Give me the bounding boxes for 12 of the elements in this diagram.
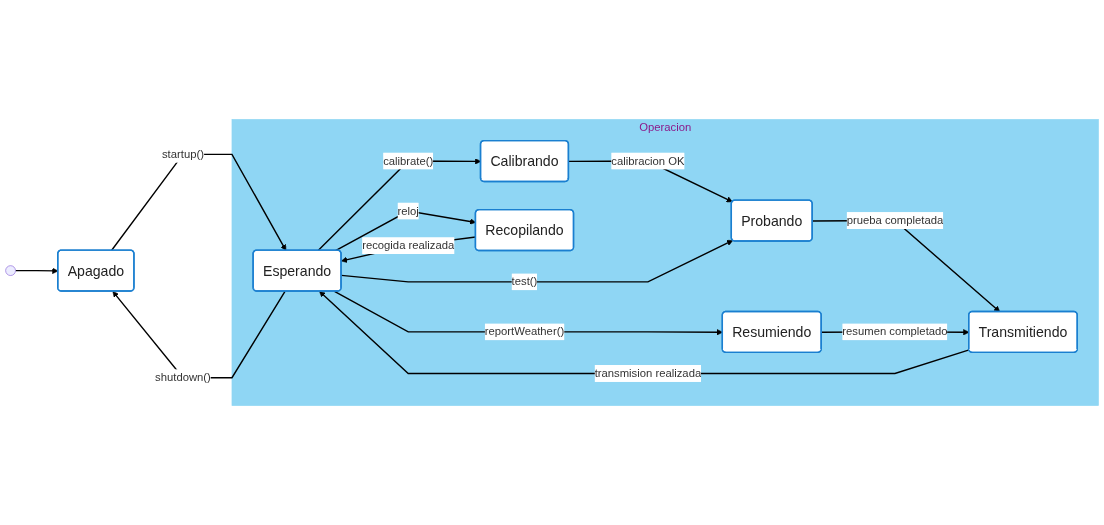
edge-label: recogida realizada (362, 239, 455, 252)
edge-label: shutdown() (155, 371, 211, 384)
edge-label: prueba completada (846, 214, 944, 227)
edge-label: startup() (161, 148, 204, 160)
edge-label: reportWeather() (484, 325, 565, 338)
edge-label: reloj (397, 204, 419, 217)
node-circle (5, 265, 16, 276)
edge-label: calibracion OK (611, 154, 685, 167)
edge-label: test() (511, 275, 538, 288)
edge-label: transmision realizada (594, 367, 702, 380)
edge-label: resumen completado (842, 325, 948, 338)
edge-label: calibrate() (383, 154, 434, 167)
